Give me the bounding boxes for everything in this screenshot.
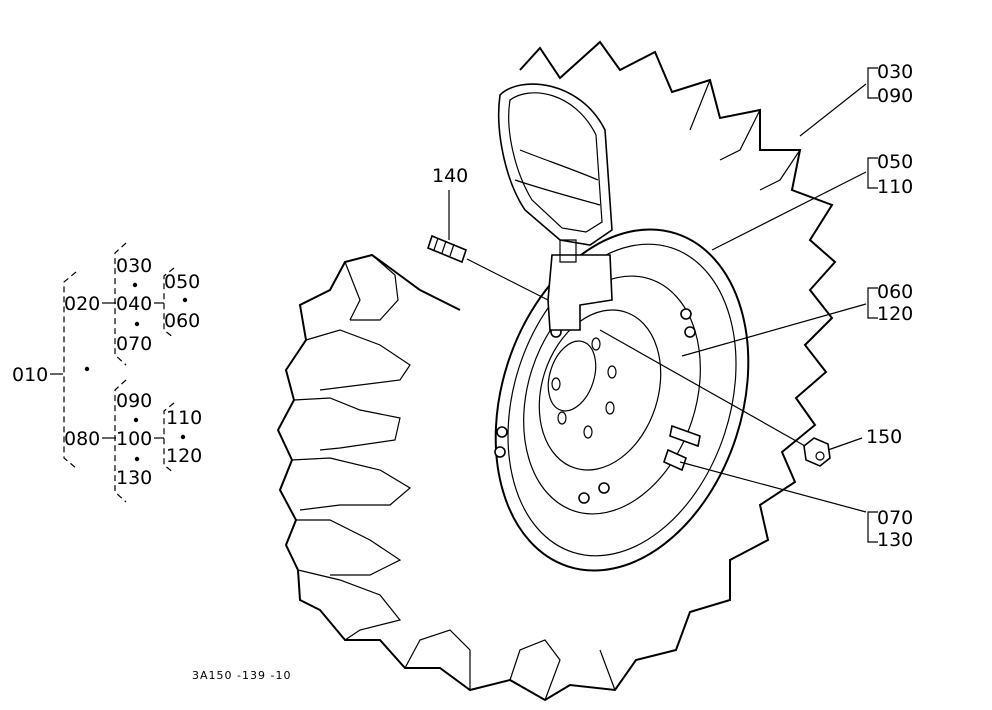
tree-node-050[interactable]: 050 [164, 271, 200, 293]
part-hierarchy-tree: 010 020 080 030 040 070 050 060 090 100 … [12, 242, 202, 503]
callout-060-120: 060 120 [681, 281, 913, 357]
tree-node-090[interactable]: 090 [116, 390, 152, 412]
tread-lugs [291, 79, 801, 701]
drawing-id: 3A150 -139 -10 [192, 669, 291, 682]
callout-110[interactable]: 110 [877, 176, 913, 198]
tree-node-120[interactable]: 120 [166, 445, 202, 467]
hub-bore [547, 340, 597, 412]
callout-030-090: 030 090 [799, 61, 913, 137]
tree-node-060[interactable]: 060 [164, 310, 200, 332]
wheel-rim [494, 228, 750, 572]
tire-outer-silhouette [276, 40, 837, 702]
hub-bolt-holes [551, 337, 617, 439]
callout-120[interactable]: 120 [877, 303, 913, 325]
tree-node-070[interactable]: 070 [116, 333, 152, 355]
tree-node-040[interactable]: 040 [116, 293, 152, 315]
tree-node-130[interactable]: 130 [116, 467, 152, 489]
wheel-nut-150[interactable] [803, 437, 831, 467]
callout-140: 140 [432, 165, 468, 240]
callout-140[interactable]: 140 [432, 165, 468, 187]
tree-node-020[interactable]: 020 [64, 293, 100, 315]
callout-070-130: 070 130 [679, 461, 913, 551]
callout-150: 150 [827, 426, 902, 451]
callout-130[interactable]: 130 [877, 529, 913, 551]
callout-050[interactable]: 050 [877, 151, 913, 173]
wheel-stud-140[interactable] [427, 234, 467, 264]
tree-node-010[interactable]: 010 [12, 364, 48, 386]
callout-070[interactable]: 070 [877, 507, 913, 529]
tree-node-110[interactable]: 110 [166, 407, 202, 429]
callout-030[interactable]: 030 [877, 61, 913, 83]
callout-060[interactable]: 060 [877, 281, 913, 303]
callout-090[interactable]: 090 [877, 85, 913, 107]
callout-150[interactable]: 150 [866, 426, 902, 448]
rim-clamp-bracket [547, 254, 613, 331]
tree-node-030[interactable]: 030 [116, 255, 152, 277]
tree-node-080[interactable]: 080 [64, 428, 100, 450]
callout-050-110: 050 110 [711, 151, 913, 251]
tire-cross-section [497, 83, 613, 246]
wheel-assembly-illustration [276, 40, 837, 702]
tree-node-100[interactable]: 100 [116, 428, 152, 450]
